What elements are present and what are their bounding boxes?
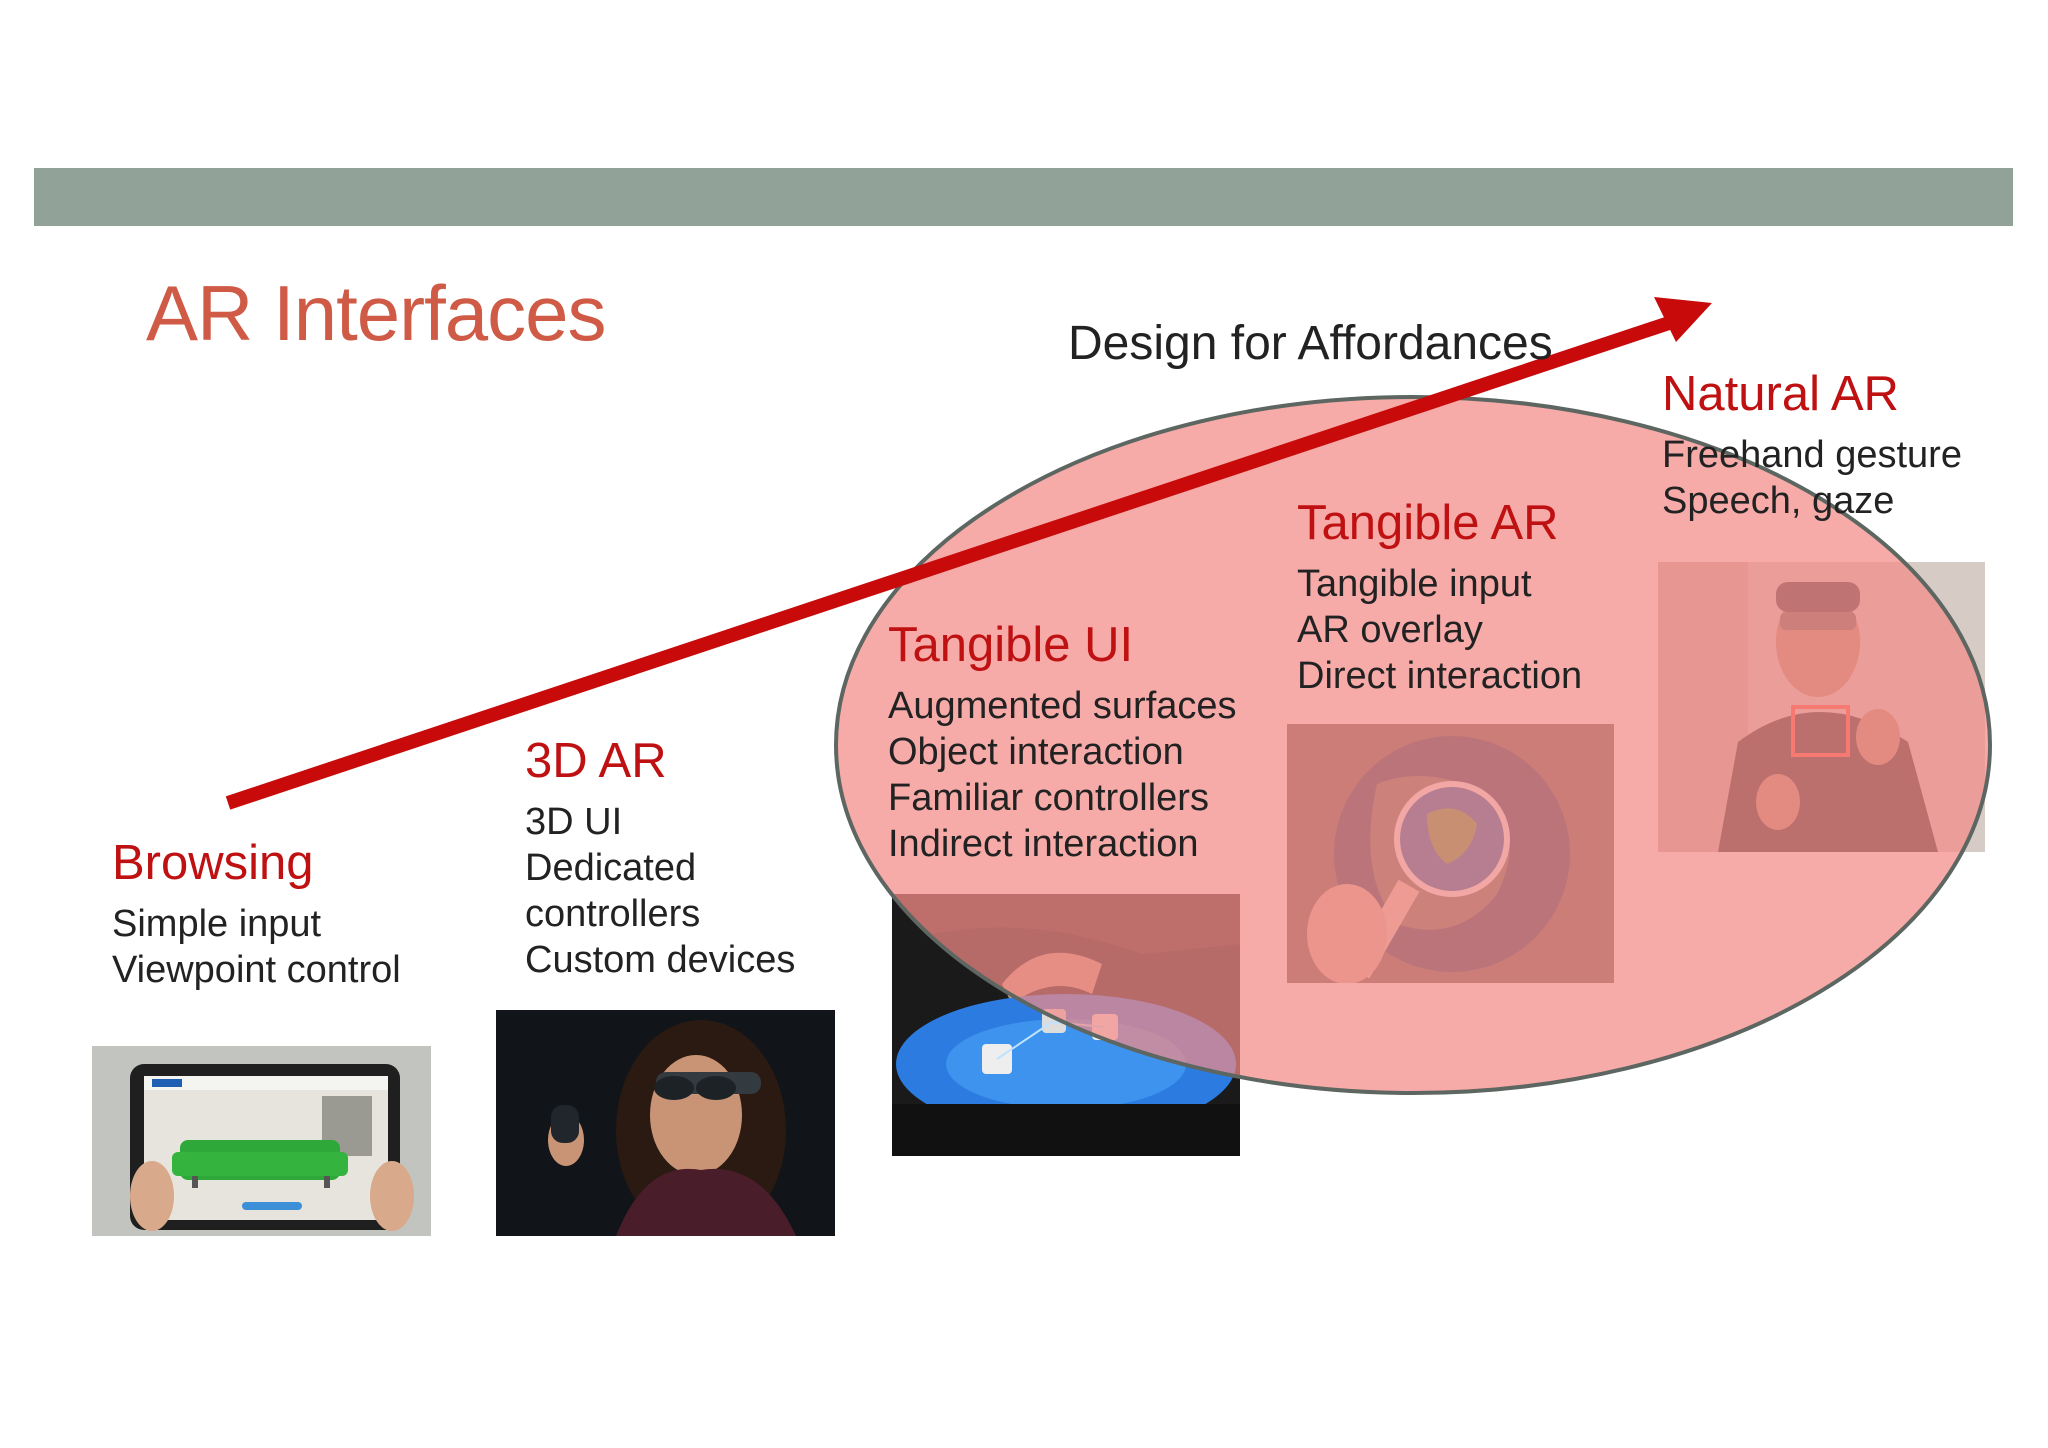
arrow-label: Design for Affordances [1068, 317, 1553, 370]
globe-magnifier-photo [1287, 724, 1614, 983]
tabletop-interaction-photo [892, 894, 1240, 1156]
stage-tangible-ar: Tangible AR Tangible input AR overlay Di… [1297, 495, 1582, 699]
stage-feature: Direct interaction [1297, 655, 1583, 697]
stage-feature: Familiar controllers [888, 777, 1209, 819]
stage-feature: Indirect interaction [888, 823, 1199, 865]
stage-natural-ar: Natural AR Freehand gesture Speech, gaze [1662, 366, 1962, 524]
stage-feature: Augmented surfaces [888, 685, 1237, 727]
stage-browsing: Browsing Simple input Viewpoint control [112, 835, 401, 993]
stage-heading: Tangible UI [888, 618, 1134, 672]
stage-feature: Freehand gesture [1662, 434, 1962, 476]
hololens-gesture-photo [1658, 562, 1985, 852]
slide-title: AR Interfaces [146, 269, 607, 357]
tablet-sofa-ar-photo [92, 1046, 431, 1236]
stage-feature: controllers [525, 893, 701, 935]
stage-feature: Dedicated [525, 847, 697, 889]
stage-heading: Natural AR [1662, 367, 1899, 421]
stage-feature: Tangible input [1297, 563, 1532, 605]
stage-feature: Simple input [112, 903, 322, 945]
stage-feature: AR overlay [1297, 609, 1483, 651]
stage-heading: 3D AR [525, 734, 667, 788]
header-bar [34, 168, 2013, 226]
stage-feature: Speech, gaze [1662, 480, 1895, 522]
stage-heading: Browsing [112, 836, 314, 890]
stage-3d-ar: 3D AR 3D UI Dedicated controllers Custom… [525, 733, 795, 983]
affordance-arrow-head [1654, 297, 1712, 342]
stage-feature: 3D UI [525, 801, 623, 843]
stage-feature: Object interaction [888, 731, 1184, 773]
stage-feature: Viewpoint control [112, 949, 401, 991]
stage-heading: Tangible AR [1297, 496, 1559, 550]
stage-feature: Custom devices [525, 939, 796, 981]
headset-controller-photo [496, 1010, 835, 1236]
stage-tangible-ui: Tangible UI Augmented surfaces Object in… [888, 617, 1237, 867]
